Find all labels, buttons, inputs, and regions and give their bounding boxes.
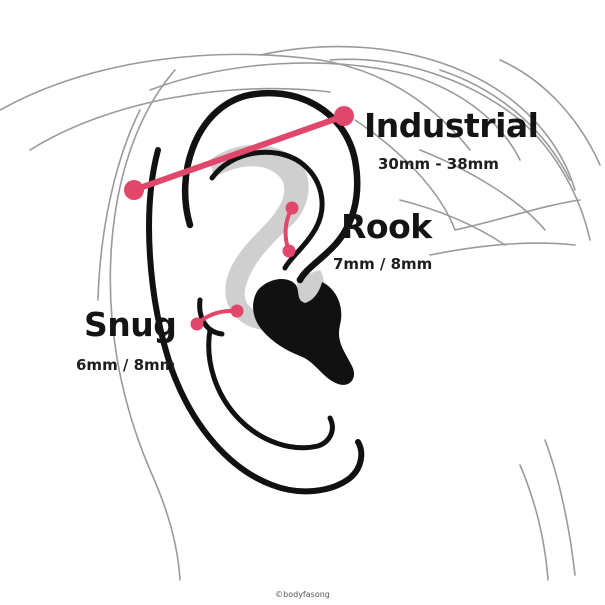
snug-label: Snug [84,305,177,344]
ear-rim-outline [146,147,365,495]
snug-ball-left [190,317,204,331]
snug-size-label: 6mm / 8mm [76,356,176,374]
inner-ear-shading [210,145,324,331]
lobe-inner-outline [206,327,335,451]
helix-outline [181,89,361,284]
industrial-ball-left [124,180,144,200]
industrial-size-label: 30mm - 38mm [378,155,499,173]
rook-label: Rook [341,207,432,246]
rook-ball-bottom [282,244,296,258]
tragus-outline [197,297,225,337]
industrial-bar [131,113,347,193]
industrial-ball-right [334,106,354,126]
credit-watermark: ©bodyfasong [275,590,330,599]
concha-shadow [253,278,355,385]
hair-strands [0,45,601,256]
snug-ball-right [230,304,244,318]
industrial-jewelry [124,106,354,200]
industrial-label: Industrial [364,106,539,145]
rook-ball-top [285,201,299,215]
rook-jewelry [282,201,299,258]
snug-jewelry [190,304,244,331]
antihelix-outline [209,149,325,271]
face-contour [97,69,576,581]
rook-size-label: 7mm / 8mm [333,255,433,273]
